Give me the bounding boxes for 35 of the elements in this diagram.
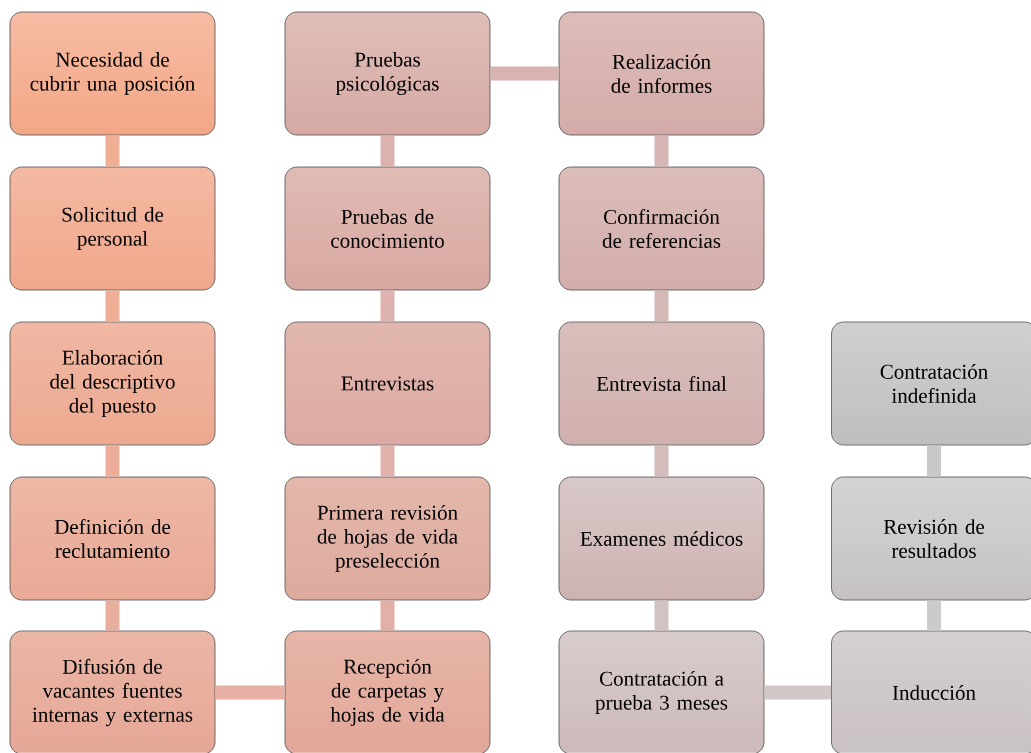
process-box: Recepción de carpetas y hojas de vida bbox=[284, 630, 491, 753]
process-box: Contratación indefinida bbox=[831, 321, 1031, 446]
process-box: Pruebas de conocimiento bbox=[284, 166, 491, 291]
process-box: Solicitud de personal bbox=[9, 166, 216, 291]
connector-bar bbox=[654, 290, 669, 322]
process-box: Difusión de vacantes fuentes internas y externas bbox=[9, 630, 216, 753]
connector-bar bbox=[380, 445, 395, 477]
process-box: Inducción bbox=[831, 630, 1031, 753]
connector-bar bbox=[654, 445, 669, 477]
process-box: Entrevista final bbox=[558, 321, 765, 446]
connector-bar bbox=[105, 290, 120, 322]
connector-bar bbox=[927, 445, 941, 477]
process-box: Entrevistas bbox=[284, 321, 491, 446]
connector-bar bbox=[380, 290, 395, 322]
process-box: Examenes médicos bbox=[558, 476, 765, 601]
process-box: Pruebas psicológicas bbox=[284, 11, 491, 136]
connector-bar bbox=[654, 600, 669, 631]
process-box: Necesidad de cubrir una posición bbox=[9, 11, 216, 136]
process-box: Primera revisión de hojas de vida preselección bbox=[284, 476, 491, 601]
connector-bar bbox=[380, 135, 395, 167]
process-box: Confirmación de referencias bbox=[558, 166, 765, 291]
connector-bar bbox=[105, 445, 120, 477]
connector-bar bbox=[105, 135, 120, 167]
connector-bar bbox=[380, 600, 395, 631]
process-box: Realización de informes bbox=[558, 11, 765, 136]
process-box: Revisión de resultados bbox=[831, 476, 1031, 601]
process-box: Definición de reclutamiento bbox=[9, 476, 216, 601]
connector-bar bbox=[215, 685, 285, 700]
process-box: Elaboración del descriptivo del puesto bbox=[9, 321, 216, 446]
connector-bar bbox=[764, 685, 832, 700]
process-box: Contratación a prueba 3 meses bbox=[558, 630, 765, 753]
connector-bar bbox=[490, 66, 559, 81]
connector-bar bbox=[927, 600, 941, 631]
connector-bar bbox=[105, 600, 120, 631]
connector-bar bbox=[654, 135, 669, 167]
